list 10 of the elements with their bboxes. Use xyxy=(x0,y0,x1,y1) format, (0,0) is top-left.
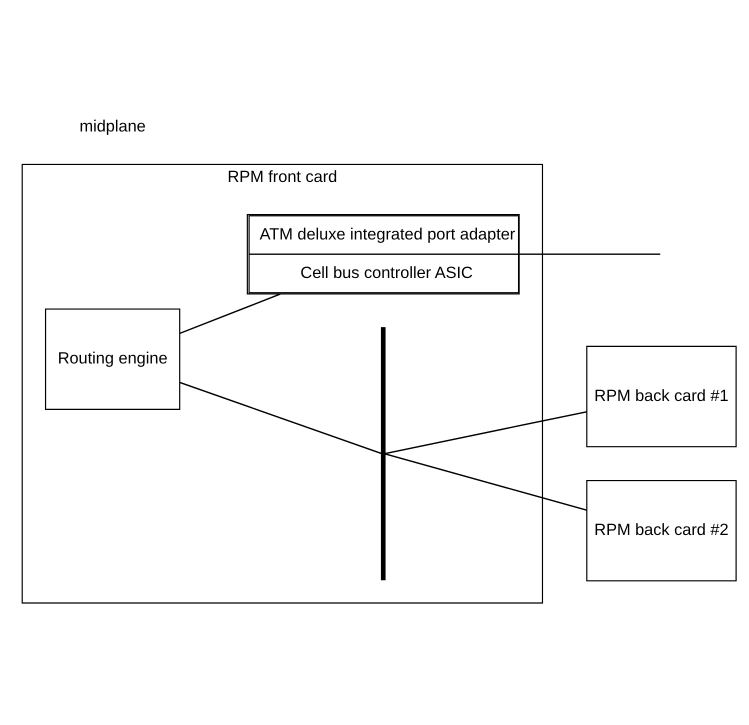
connector xyxy=(180,292,280,334)
connector xyxy=(385,452,587,510)
connector xyxy=(520,253,660,254)
node-box: RPM back card #1 xyxy=(586,345,737,447)
label: midplane xyxy=(79,116,146,135)
node-box: Routing engine xyxy=(44,308,180,410)
node-bar xyxy=(380,326,386,580)
connector xyxy=(180,381,382,454)
node-box: RPM back card #2 xyxy=(586,479,737,581)
connector xyxy=(385,410,587,454)
